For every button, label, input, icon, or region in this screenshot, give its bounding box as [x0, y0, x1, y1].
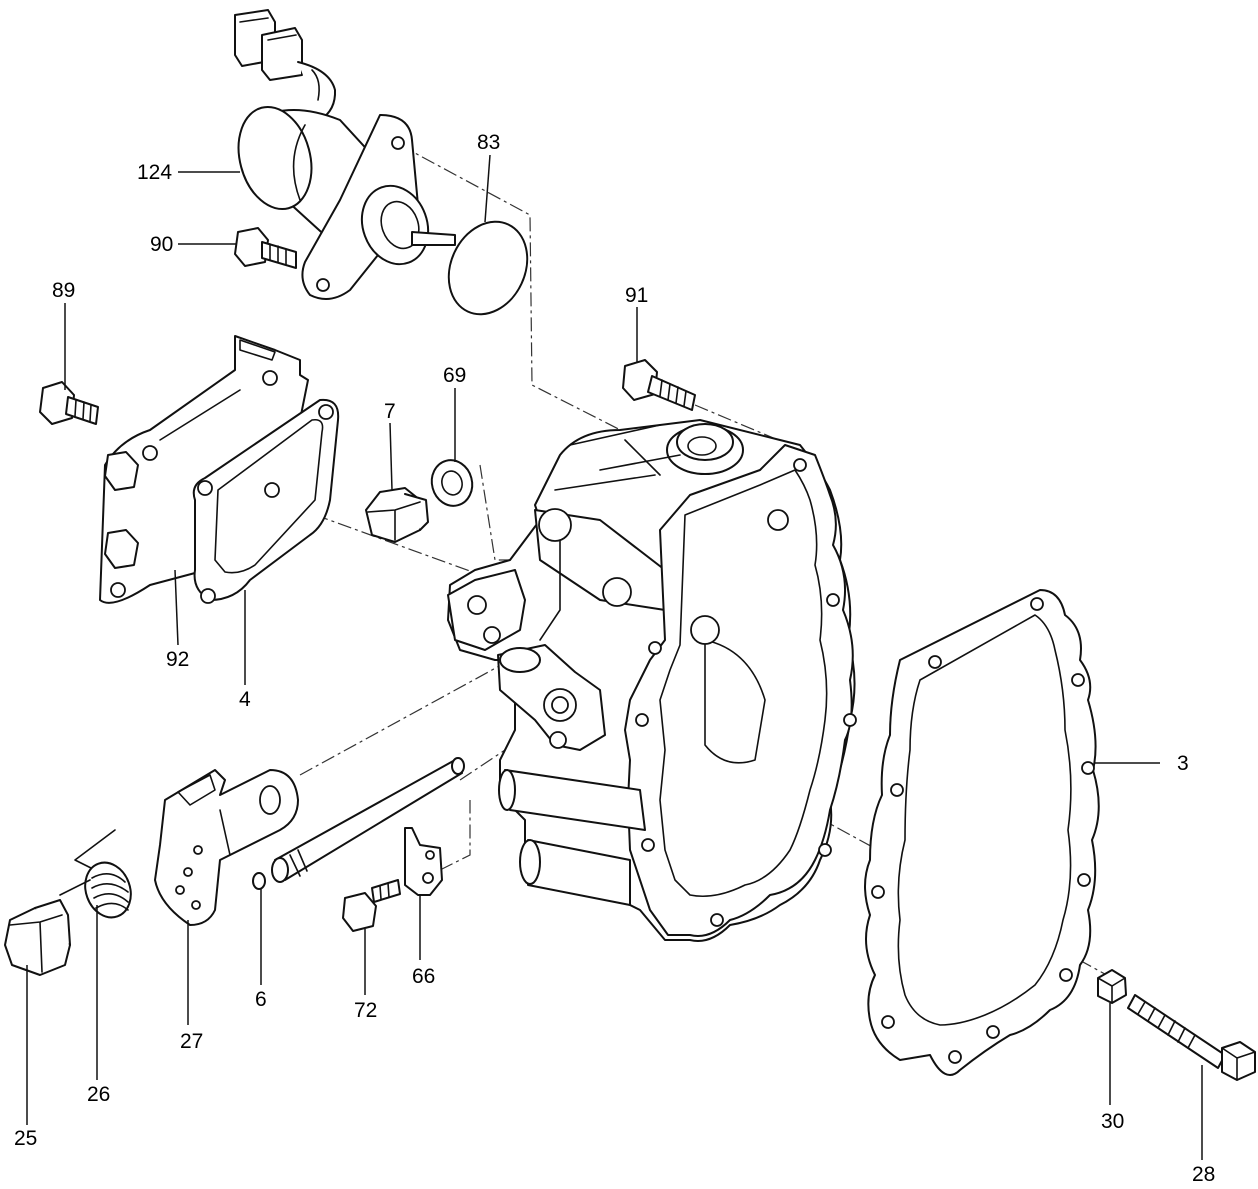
callout-3: 3 [1177, 752, 1189, 775]
callout-90: 90 [150, 233, 173, 256]
callout-6: 6 [255, 988, 267, 1011]
plug-part-25 [4, 899, 71, 976]
gasket-part-3 [864, 589, 1100, 1076]
bolt-part-89 [39, 381, 99, 425]
callout-92: 92 [166, 648, 189, 671]
gasket-part-83 [447, 220, 529, 316]
callout-69: 69 [443, 364, 466, 387]
callout-30: 30 [1101, 1110, 1124, 1133]
shaft [271, 757, 465, 883]
clip-part-66 [404, 827, 443, 896]
bolt-part-28 [1127, 994, 1256, 1081]
spring-part-26 [59, 829, 132, 919]
callout-91: 91 [625, 284, 648, 307]
lever-part-27 [154, 769, 299, 926]
callout-28: 28 [1192, 1163, 1215, 1186]
solenoid-part-124 [234, 9, 456, 300]
callout-25: 25 [14, 1127, 37, 1150]
housing-main-body [447, 419, 857, 942]
gasket-part-4 [192, 398, 340, 604]
nut-part-30 [1097, 969, 1127, 1004]
leader-lines [26, 154, 1203, 1160]
callout-4: 4 [239, 688, 251, 711]
bolt-part-91 [622, 359, 696, 411]
callout-26: 26 [87, 1083, 110, 1106]
callout-7: 7 [384, 400, 396, 423]
o-ring-part-6 [252, 872, 266, 890]
callout-83: 83 [477, 131, 500, 154]
callout-66: 66 [412, 965, 435, 988]
callout-27: 27 [180, 1030, 203, 1053]
bolt-part-90 [234, 227, 297, 269]
callouts: 124 83 90 89 91 69 7 92 4 3 25 26 27 6 7… [14, 131, 1215, 1186]
bolt-part-72 [342, 879, 401, 932]
callout-124: 124 [137, 161, 172, 184]
washer-part-69 [430, 459, 474, 507]
callout-89: 89 [52, 279, 75, 302]
callout-72: 72 [354, 999, 377, 1022]
plug-part-7 [365, 487, 429, 543]
